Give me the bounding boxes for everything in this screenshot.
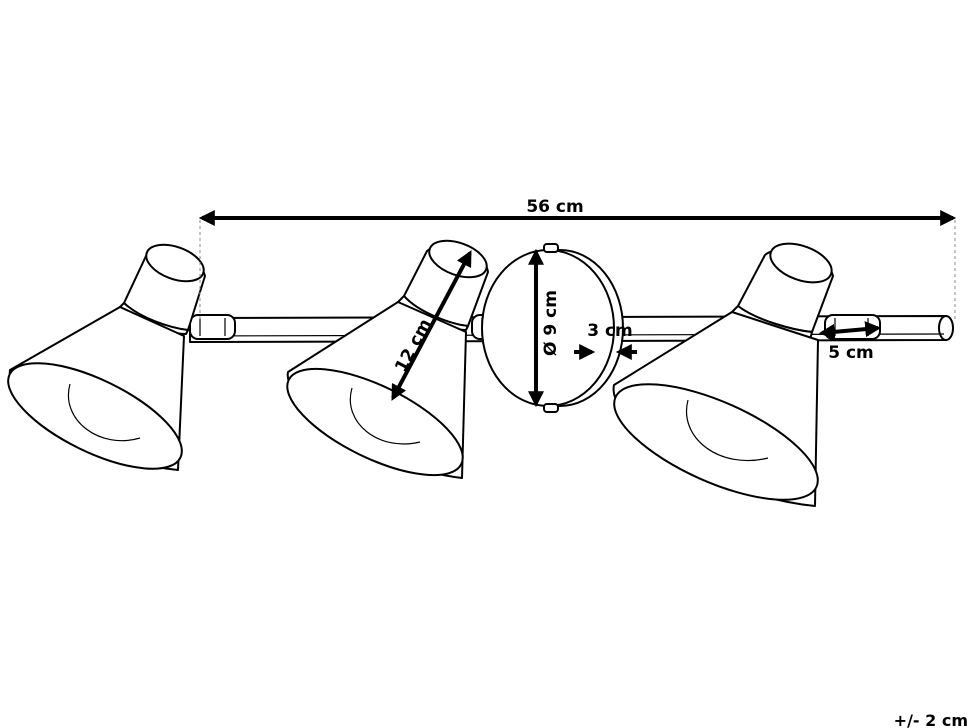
left-joint [189, 314, 236, 340]
dimension-plate-diameter: Ø 9 cm [528, 248, 561, 408]
arm-offset-label: 5 cm [828, 343, 874, 363]
dimension-plate-depth: 3 cm [574, 321, 637, 360]
dimension-total-length: 56 cm [198, 197, 957, 320]
left-spot-lamp [7, 243, 206, 471]
tolerance-note: +/- 2 cm [894, 711, 968, 728]
total-length-label: 56 cm [526, 197, 583, 217]
right-spot-lamp [612, 242, 834, 507]
dimension-arm-offset: 5 cm [818, 321, 882, 363]
plate-diameter-label: Ø 9 cm [541, 290, 561, 356]
plate-depth-label: 3 cm [587, 321, 633, 341]
